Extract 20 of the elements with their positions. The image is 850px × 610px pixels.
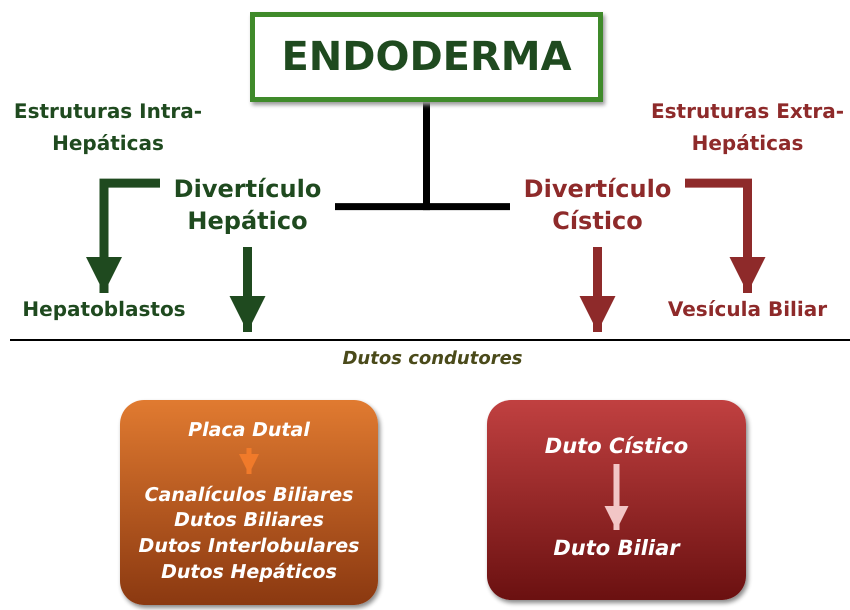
node-label: Vesícula Biliar (660, 293, 835, 325)
node-label: Divertículo Hepático (160, 163, 335, 247)
node-label: Duto Cístico (527, 428, 706, 464)
node-label: Hepatoblastos (14, 293, 194, 325)
annotation-text: Dutos condutores (341, 347, 524, 371)
title-box: ENDODERMA (250, 12, 603, 102)
node-label: Canalículos Biliares Dutos Biliares Dutos Interlobulares Dutos Hepáticos (126, 474, 372, 594)
arrow (86, 178, 160, 293)
arrow (604, 464, 628, 530)
arrow (580, 247, 616, 332)
node-label: Divertículo Cístico (510, 163, 685, 247)
node-label: Duto Biliar (527, 530, 706, 566)
annotation-text: Estruturas Extra-Hepáticas (650, 98, 846, 157)
arrow (685, 178, 766, 293)
annotation-text: Estruturas Intra-Hepáticas (12, 98, 204, 157)
arrow (230, 247, 266, 332)
rounded-panel (120, 400, 378, 605)
node-label: Placa Dutal (160, 414, 338, 448)
rounded-panel (487, 400, 746, 600)
arrow (239, 448, 259, 474)
